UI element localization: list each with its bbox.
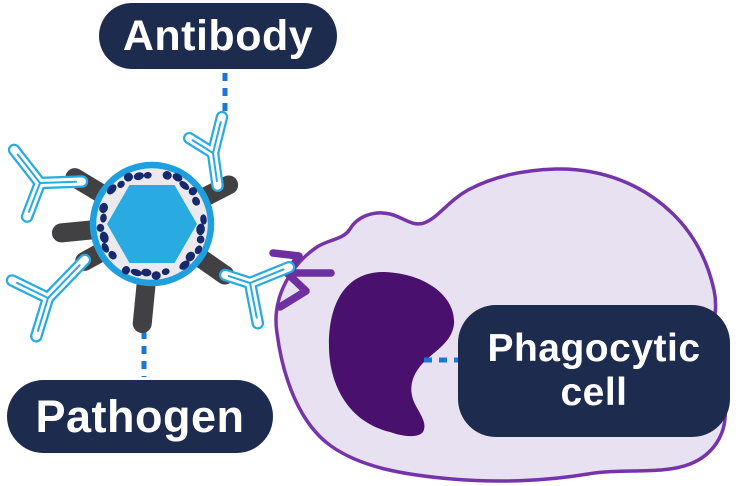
antibody-icons — [5, 110, 296, 343]
pathogen-label: Pathogen — [7, 380, 273, 453]
antibody-y-icon — [7, 143, 89, 223]
antibody-y-icon — [219, 261, 296, 330]
pathogen-icon — [51, 161, 239, 334]
cell-nucleus-icon — [328, 271, 455, 437]
antibody-y-icon — [183, 110, 229, 192]
antibody-label: Antibody — [99, 3, 337, 69]
phagocytic-cell-label: Phagocytic cell — [458, 305, 730, 437]
antibody-y-icon — [5, 253, 92, 343]
label-connector-lines — [141, 73, 458, 377]
